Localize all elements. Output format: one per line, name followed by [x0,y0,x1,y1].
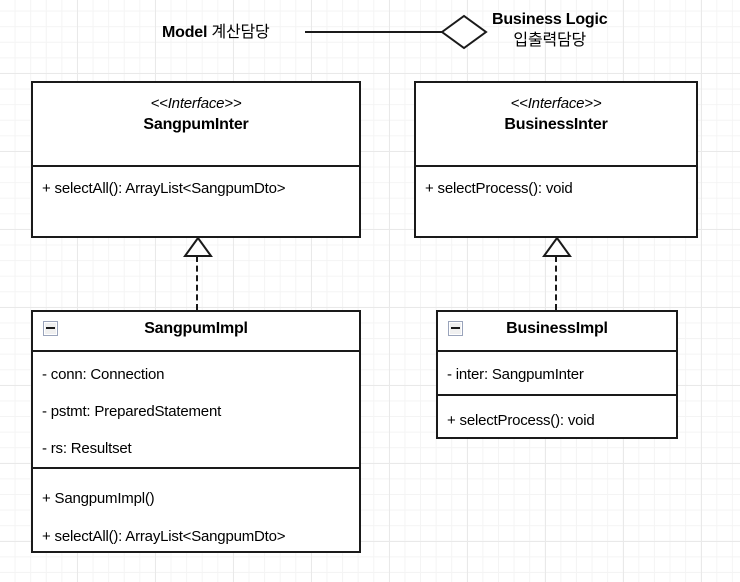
class-header-business-inter: <<Interface>> BusinessInter [416,83,696,165]
stereotype-label: <<Interface>> [510,95,602,112]
annotation-business-korean: 입출력담당 [513,32,587,49]
minus-icon[interactable] [448,321,463,336]
annotation-model-korean: 계산담당 [211,24,270,41]
attribute-row: - conn: Connection [42,366,165,383]
annotation-model-title: Model [162,24,208,41]
operation-row: + selectProcess(): void [425,180,573,197]
class-header-sangpum-inter: <<Interface>> SangpumInter [33,83,359,165]
class-header-business-impl: BusinessImpl [438,312,676,350]
operation-row: + SangpumImpl() [42,490,155,507]
annotation-connector-line [305,31,442,33]
operation-row: + selectAll(): ArrayList<SangpumDto> [42,180,286,197]
class-box-sangpum-impl[interactable]: SangpumImpl - conn: Connection - pstmt: … [31,310,361,553]
stereotype-label: <<Interface>> [150,95,242,112]
minus-icon[interactable] [43,321,58,336]
attribute-row: - rs: Resultset [42,440,132,457]
annotation-business: Business Logic 입출력담당 [492,9,608,51]
realization-dashed-line-left [196,256,198,310]
class-box-business-inter[interactable]: <<Interface>> BusinessInter + selectProc… [414,81,698,238]
operations-compartment-sangpum-impl: + SangpumImpl() + selectAll(): ArrayList… [33,467,359,551]
operation-row: + selectProcess(): void [447,412,595,429]
operations-compartment-business-impl: + selectProcess(): void [438,394,676,437]
hollow-triangle-icon-left [183,236,213,257]
hollow-triangle-icon-right [542,236,572,257]
class-box-business-impl[interactable]: BusinessImpl - inter: SangpumInter + sel… [436,310,678,439]
attribute-row: - pstmt: PreparedStatement [42,403,222,420]
realization-dashed-line-right [555,256,557,310]
annotation-business-title: Business Logic [492,11,608,28]
operations-compartment-sangpum-inter: + selectAll(): ArrayList<SangpumDto> [33,165,359,236]
annotation-model: Model 계산담당 [162,18,270,42]
class-name-label: BusinessImpl [506,320,608,337]
class-name-label: SangpumImpl [144,320,248,337]
attributes-compartment-business-impl: - inter: SangpumInter [438,350,676,394]
class-header-sangpum-impl: SangpumImpl [33,312,359,350]
class-name-label: BusinessInter [504,116,608,133]
class-name-label: SangpumInter [143,116,249,133]
operations-compartment-business-inter: + selectProcess(): void [416,165,696,236]
class-box-sangpum-inter[interactable]: <<Interface>> SangpumInter + selectAll()… [31,81,361,238]
attributes-compartment-sangpum-impl: - conn: Connection - pstmt: PreparedStat… [33,350,359,467]
operation-row: + selectAll(): ArrayList<SangpumDto> [42,528,286,545]
hollow-diamond-icon [440,14,488,50]
attribute-row: - inter: SangpumInter [447,366,584,383]
